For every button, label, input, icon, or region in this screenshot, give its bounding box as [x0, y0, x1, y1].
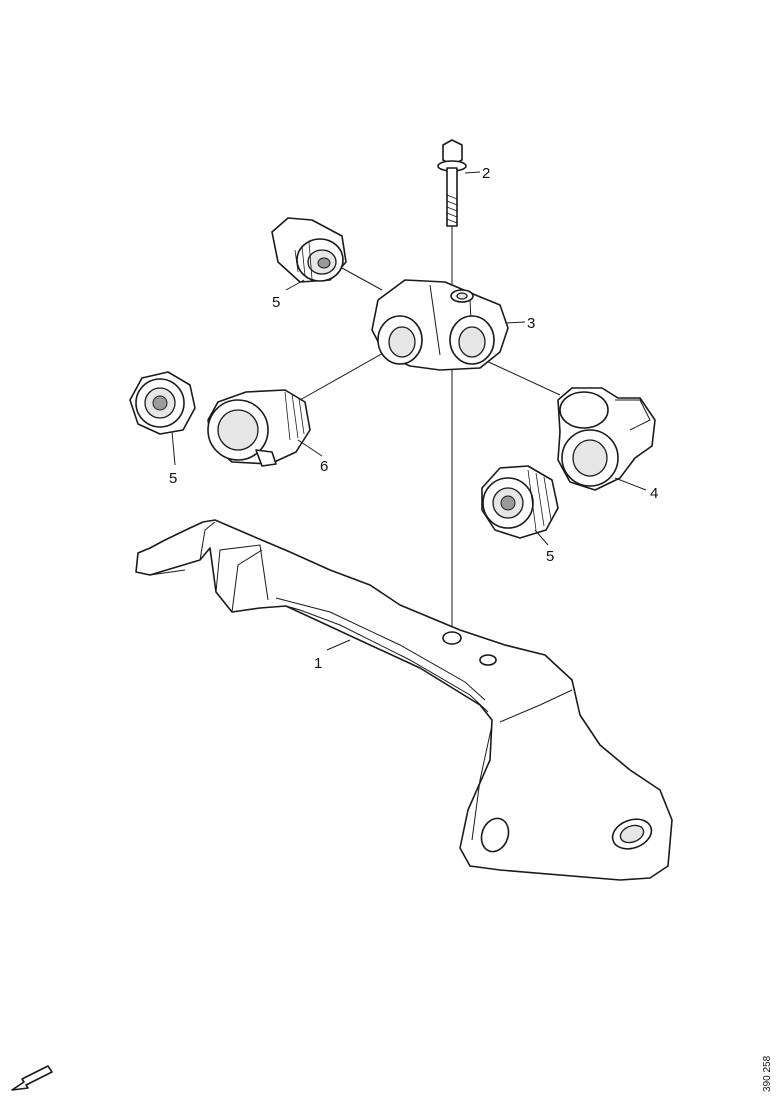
plug-fitting-top — [271, 217, 347, 283]
plug-fitting-bottom — [481, 465, 559, 539]
mounting-bracket — [135, 519, 673, 881]
assembly-lines — [299, 225, 561, 632]
elbow-fitting-right — [557, 387, 656, 491]
elbow-fitting-left — [207, 389, 311, 467]
callout-block: 3 — [527, 315, 535, 332]
callout-plug-bottom: 5 — [546, 548, 554, 565]
drawing-reference: 390 258 — [762, 1055, 773, 1092]
flange-bolt — [437, 139, 467, 227]
callout-elbow-left: 6 — [320, 458, 328, 475]
manifold-block — [371, 279, 509, 371]
callout-plug-top: 5 — [272, 294, 280, 311]
callout-bolt: 2 — [482, 165, 490, 182]
callout-elbow-right: 4 — [650, 485, 658, 502]
callout-bracket: 1 — [314, 655, 322, 672]
arrow-down-left-icon — [11, 1065, 53, 1091]
plug-fitting-left — [129, 371, 196, 435]
leader-lines — [171, 171, 647, 651]
callout-labels: 1 2 3 4 5 5 5 6 — [169, 165, 658, 672]
callout-plug-left: 5 — [169, 470, 177, 487]
